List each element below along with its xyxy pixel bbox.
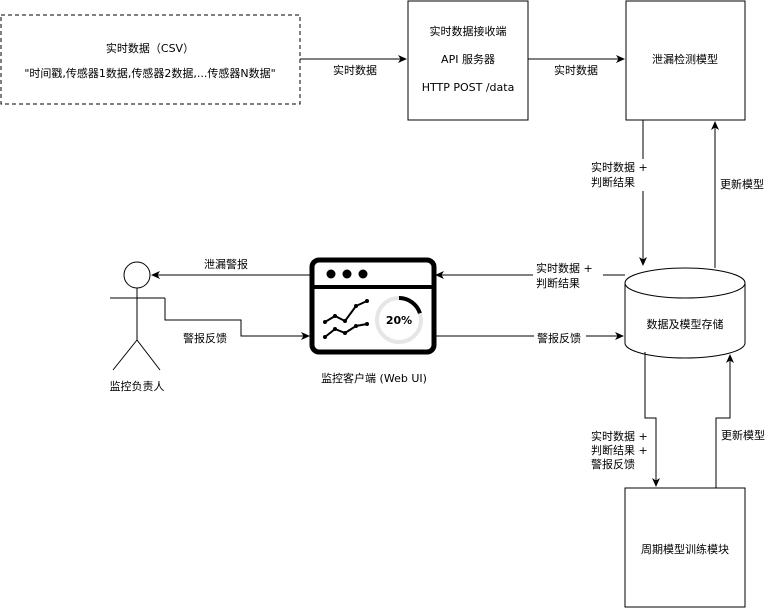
browser-window-icon bbox=[309, 257, 437, 355]
line-chart-icon bbox=[323, 299, 369, 339]
edge-label-line1: 实时数据 + bbox=[591, 160, 648, 174]
edge-storage-to-training: 实时数据 + 判断结果 + 警报反馈 bbox=[588, 352, 660, 487]
edge-label: 实时数据 bbox=[333, 63, 377, 77]
operator-node: 监控负责人 bbox=[110, 261, 165, 393]
edge-csv-to-receiver: 实时数据 bbox=[300, 55, 407, 77]
edge-model-to-storage: 实时数据 + 判断结果 bbox=[588, 120, 658, 266]
edge-training-to-storage: 更新模型 bbox=[715, 354, 774, 488]
edge-label-line1: 实时数据 + bbox=[591, 429, 648, 443]
edge-operator-to-client: 警报反馈 bbox=[164, 298, 310, 345]
storage-title: 数据及模型存储 bbox=[647, 317, 724, 331]
progress-text: 20% bbox=[386, 314, 412, 327]
storage-node: 数据及模型存储 bbox=[624, 267, 746, 359]
edge-label-line2: 判断结果 bbox=[536, 276, 580, 290]
receiver-node: 实时数据接收端 API 服务器 HTTP POST /data bbox=[407, 0, 529, 121]
edge-label-line3: 警报反馈 bbox=[591, 457, 635, 471]
training-node: 周期模型训练模块 bbox=[624, 487, 746, 608]
edge-label: 警报反馈 bbox=[183, 331, 227, 345]
leak-model-title: 泄漏检测模型 bbox=[652, 52, 718, 66]
receiver-endpoint: HTTP POST /data bbox=[422, 81, 515, 94]
edge-label: 更新模型 bbox=[721, 428, 765, 442]
web-client-node: 20% 监控客户端 (Web UI) bbox=[309, 257, 437, 385]
edge-storage-to-client: 实时数据 + 判断结果 bbox=[435, 261, 625, 291]
receiver-server: API 服务器 bbox=[441, 53, 495, 66]
edge-label-line2: 判断结果 + bbox=[591, 443, 648, 457]
leak-model-node: 泄漏检测模型 bbox=[625, 0, 746, 121]
edge-receiver-to-model: 实时数据 bbox=[528, 55, 625, 77]
person-icon bbox=[110, 261, 165, 371]
edge-label: 更新模型 bbox=[720, 177, 764, 191]
edge-label: 实时数据 bbox=[554, 63, 598, 77]
progress-ring: 20% bbox=[375, 296, 423, 344]
edge-client-to-operator: 泄漏警报 bbox=[151, 257, 311, 279]
operator-title: 监控负责人 bbox=[110, 379, 165, 393]
edge-label: 泄漏警报 bbox=[204, 257, 248, 271]
edge-client-to-storage: 警报反馈 bbox=[435, 331, 624, 345]
edge-label-line1: 实时数据 + bbox=[536, 261, 593, 275]
web-client-title: 监控客户端 (Web UI) bbox=[321, 371, 427, 385]
csv-source-node: 实时数据（CSV） "时间戳,传感器1数据,传感器2数据,...传感器N数据" bbox=[0, 14, 301, 105]
training-title: 周期模型训练模块 bbox=[641, 542, 729, 556]
edge-storage-to-model: 更新模型 bbox=[711, 121, 774, 268]
receiver-title: 实时数据接收端 bbox=[430, 24, 507, 38]
edge-label: 警报反馈 bbox=[537, 331, 581, 345]
edge-label-line2: 判断结果 bbox=[591, 175, 635, 189]
csv-source-title: 实时数据（CSV） bbox=[106, 41, 194, 55]
csv-source-format: "时间戳,传感器1数据,传感器2数据,...传感器N数据" bbox=[24, 66, 275, 80]
